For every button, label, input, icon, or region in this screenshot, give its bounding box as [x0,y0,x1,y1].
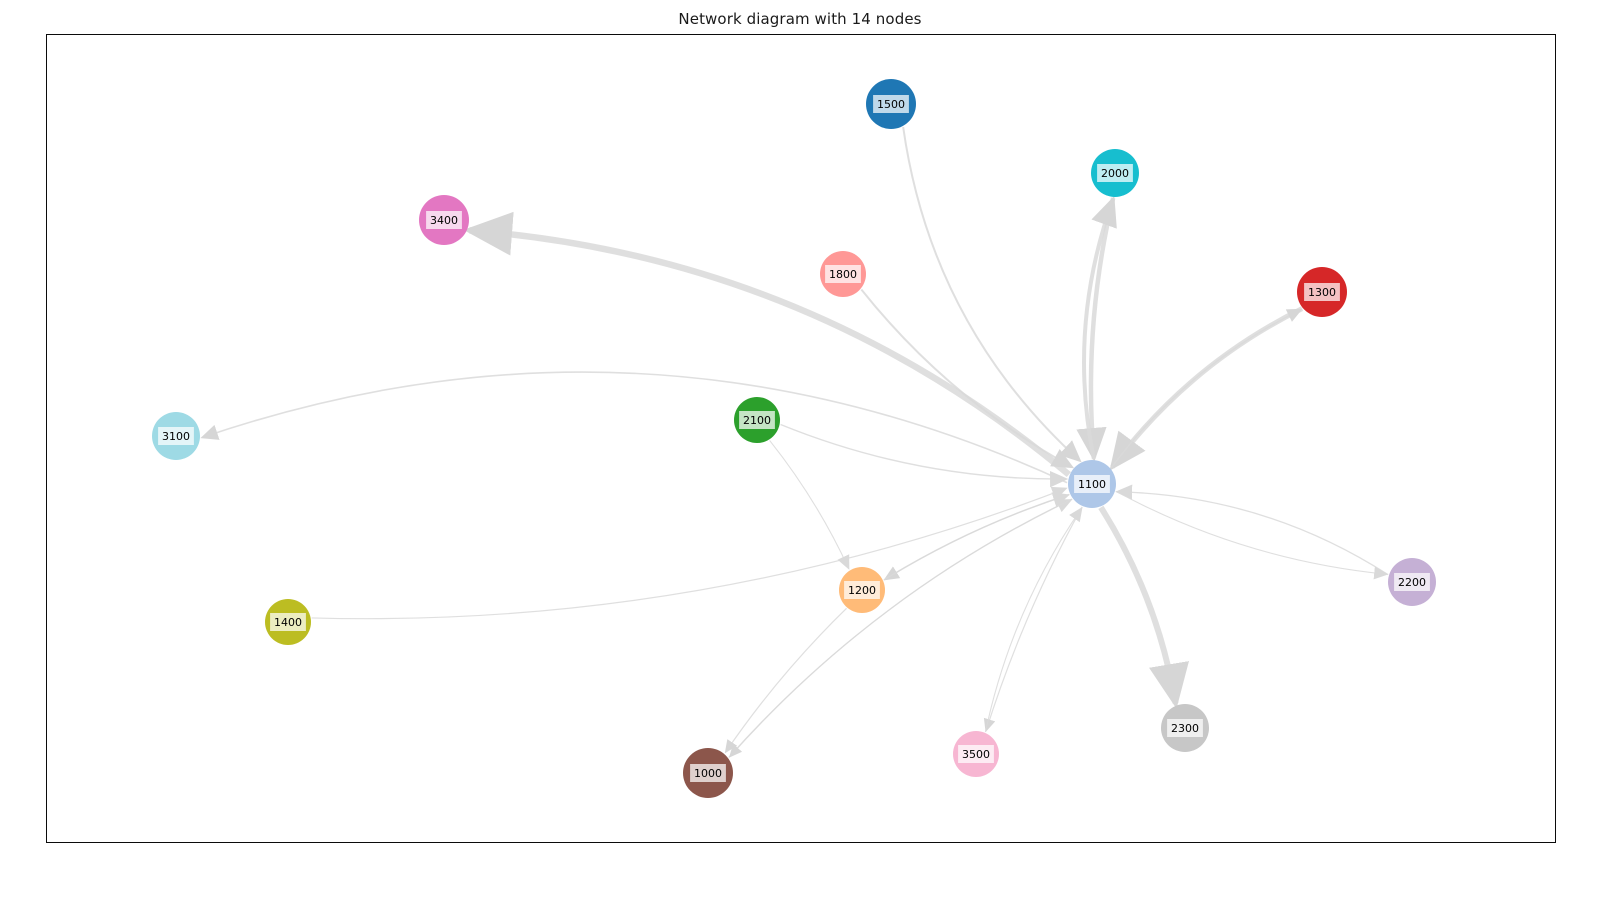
node-1000[interactable]: 1000 [683,748,733,798]
node-2300[interactable]: 2300 [1161,704,1209,752]
nodes-layer: 1500 2000 3400 1800 1300 2100 3100 1100 2200 1200… [152,79,1436,798]
node-label-1400: 1400 [274,616,302,629]
node-1800[interactable]: 1800 [820,251,866,297]
node-label-halo-2300 [1167,719,1203,737]
node-label-2300: 2300 [1171,722,1199,735]
node-label-halo-1000 [690,764,726,782]
node-label-halo-2000 [1097,164,1133,182]
node-3100[interactable]: 3100 [152,412,200,460]
node-2000[interactable]: 2000 [1091,149,1139,197]
node-label-halo-1500 [873,95,909,113]
node-3500[interactable]: 3500 [953,731,999,777]
node-1400[interactable]: 1400 [265,599,311,645]
node-label-halo-1200 [844,581,880,599]
node-label-halo-3500 [958,745,994,763]
node-label-halo-2200 [1394,573,1430,591]
node-label-halo-2100 [739,411,775,429]
node-label-1500: 1500 [877,98,905,111]
node-label-halo-1800 [825,265,861,283]
node-label-2200: 2200 [1398,576,1426,589]
node-3400[interactable]: 3400 [419,195,469,245]
node-label-halo-3100 [158,427,194,445]
node-label-1200: 1200 [848,584,876,597]
node-label-halo-1400 [270,613,306,631]
node-2200[interactable]: 2200 [1388,558,1436,606]
plot-area [46,34,1556,843]
node-1100[interactable]: 1100 [1068,460,1116,508]
node-label-1000: 1000 [694,767,722,780]
node-2100[interactable]: 2100 [734,397,780,443]
node-label-1300: 1300 [1308,286,1336,299]
node-1200[interactable]: 1200 [839,567,885,613]
node-label-3500: 3500 [962,748,990,761]
node-label-2000: 2000 [1101,167,1129,180]
node-label-halo-1300 [1304,283,1340,301]
page-title: Network diagram with 14 nodes [678,10,922,28]
node-label-1800: 1800 [829,268,857,281]
node-label-halo-1100 [1074,475,1110,493]
node-label-1100: 1100 [1078,478,1106,491]
node-1300[interactable]: 1300 [1297,267,1347,317]
node-1500[interactable]: 1500 [866,79,916,129]
node-label-halo-3400 [426,211,462,229]
node-label-3400: 3400 [430,214,458,227]
node-label-2100: 2100 [743,414,771,427]
node-label-3100: 3100 [162,430,190,443]
